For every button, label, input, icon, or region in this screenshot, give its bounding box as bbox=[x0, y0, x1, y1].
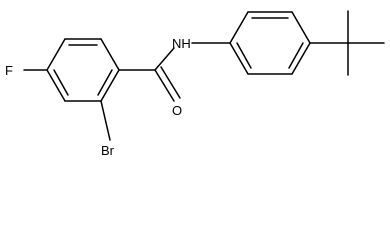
oxygen-atom-label: O bbox=[172, 103, 182, 118]
ring1-bond bbox=[100, 38, 120, 71]
ring2-bond bbox=[229, 11, 249, 44]
ring1-bond bbox=[100, 69, 120, 102]
ring2-bond bbox=[291, 11, 311, 44]
carbonyl-double-bond bbox=[154, 69, 175, 102]
ring1-bond bbox=[46, 38, 66, 71]
carbonyl-double-bond bbox=[160, 66, 181, 99]
ring2-bond bbox=[291, 42, 311, 75]
fluorine-atom-label: F bbox=[5, 63, 13, 78]
ring1-inner-double-bond bbox=[97, 69, 113, 96]
bromo-fluoro-benzene-ring bbox=[46, 38, 120, 102]
amide-nitrogen-label: NH bbox=[172, 36, 191, 51]
tert-butyl-phenyl-ring bbox=[229, 11, 311, 75]
ring2-inner-double-bond bbox=[236, 42, 252, 69]
carbonyl-n-bond bbox=[154, 47, 175, 71]
bromine-atom-label: Br bbox=[101, 143, 115, 155]
ring1-bond bbox=[46, 69, 66, 102]
tert-butyl-group bbox=[309, 10, 385, 76]
chemical-structure-diagram: F Br O NH bbox=[5, 10, 385, 155]
c-br-bond bbox=[100, 100, 111, 141]
ring2-bond bbox=[229, 42, 249, 75]
ring2-inner-double-bond bbox=[288, 42, 304, 69]
ring1-inner-double-bond bbox=[53, 69, 69, 96]
